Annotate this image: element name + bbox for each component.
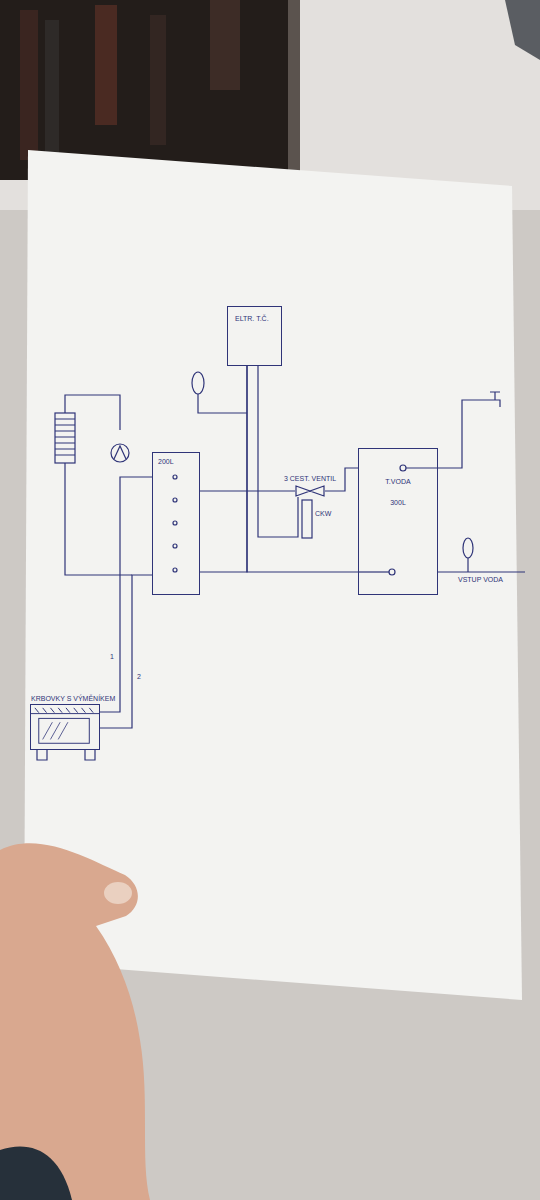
- valve-actuator: [302, 500, 312, 538]
- tank-port: [173, 568, 177, 572]
- node-label: 3 CEST. VENTIL: [284, 474, 336, 483]
- hand: [0, 843, 150, 1200]
- three-way-valve: 3 CEST. VENTIL: [295, 485, 325, 497]
- stove-flame: [43, 722, 68, 739]
- tank-port: [389, 569, 395, 575]
- pipe-connector: [258, 366, 298, 537]
- buffer-tank: 200L: [152, 452, 200, 595]
- pipe-connector: [100, 575, 152, 728]
- node-label: 200L: [158, 457, 174, 466]
- node-label: ELTR. T.Č.: [235, 314, 269, 323]
- tank-port: [173, 521, 177, 525]
- inlet-pipe: [438, 571, 525, 572]
- radiator-pipe: [65, 463, 132, 575]
- node-label: T.VODA: [385, 477, 410, 486]
- node-label: KRBOVKY S VÝMĚNÍKEM: [31, 694, 115, 703]
- pump-symbol: [111, 444, 129, 462]
- stove-body: [31, 705, 99, 749]
- hot-water-tank: T.VODA 300L: [358, 448, 438, 595]
- actuator-label: CKW: [315, 509, 331, 518]
- book: [150, 15, 166, 145]
- thumbnail: [104, 882, 132, 904]
- corner-object: [505, 0, 540, 60]
- sleeve: [0, 1147, 72, 1200]
- stove-legs: [31, 749, 101, 762]
- expansion-pipe: [198, 394, 247, 413]
- book: [20, 10, 38, 160]
- book: [45, 20, 59, 160]
- radiator-symbol: [55, 413, 75, 463]
- schematic-drawing: [55, 372, 525, 575]
- node-label: 300L: [390, 498, 406, 507]
- stove-leg: [37, 749, 95, 760]
- stove-glass: [39, 718, 90, 743]
- coil-pipe: [358, 571, 389, 572]
- expansion-pipe: [467, 558, 468, 572]
- fireplace-insert: KRBOVKY S VÝMĚNÍKEM: [30, 704, 100, 750]
- inlet-label: VSTUP VODA: [458, 575, 503, 584]
- valve-body: [296, 486, 324, 496]
- pump-symbol: [114, 446, 126, 459]
- tank-port: [173, 544, 177, 548]
- tank-port: [173, 498, 177, 502]
- tap-symbol: [490, 392, 500, 407]
- heat-pump-box: ELTR. T.Č.: [227, 306, 282, 366]
- hot-water-pipe: [406, 400, 490, 468]
- radiator-pipe: [65, 395, 120, 430]
- tank-port: [400, 465, 406, 471]
- pipe-number: 1: [110, 652, 114, 661]
- pipe-connector: [100, 477, 152, 712]
- node-caption: KRBOVKY S VÝMĚNÍKEM: [31, 694, 115, 703]
- node-caption: 3 CEST. VENTIL: [284, 474, 336, 483]
- shelf-frame: [288, 0, 300, 180]
- tank-port: [173, 475, 177, 479]
- book: [95, 5, 117, 125]
- book: [210, 0, 240, 90]
- expansion-vessel: [463, 538, 473, 558]
- expansion-vessel: [192, 372, 204, 394]
- radiator-fins: [55, 419, 75, 455]
- pipe-connector: [247, 366, 358, 572]
- pipe-number: 2: [137, 672, 141, 681]
- valve-symbol: [295, 485, 325, 497]
- pipe-connector: [200, 366, 247, 572]
- stove-slab: [31, 708, 99, 714]
